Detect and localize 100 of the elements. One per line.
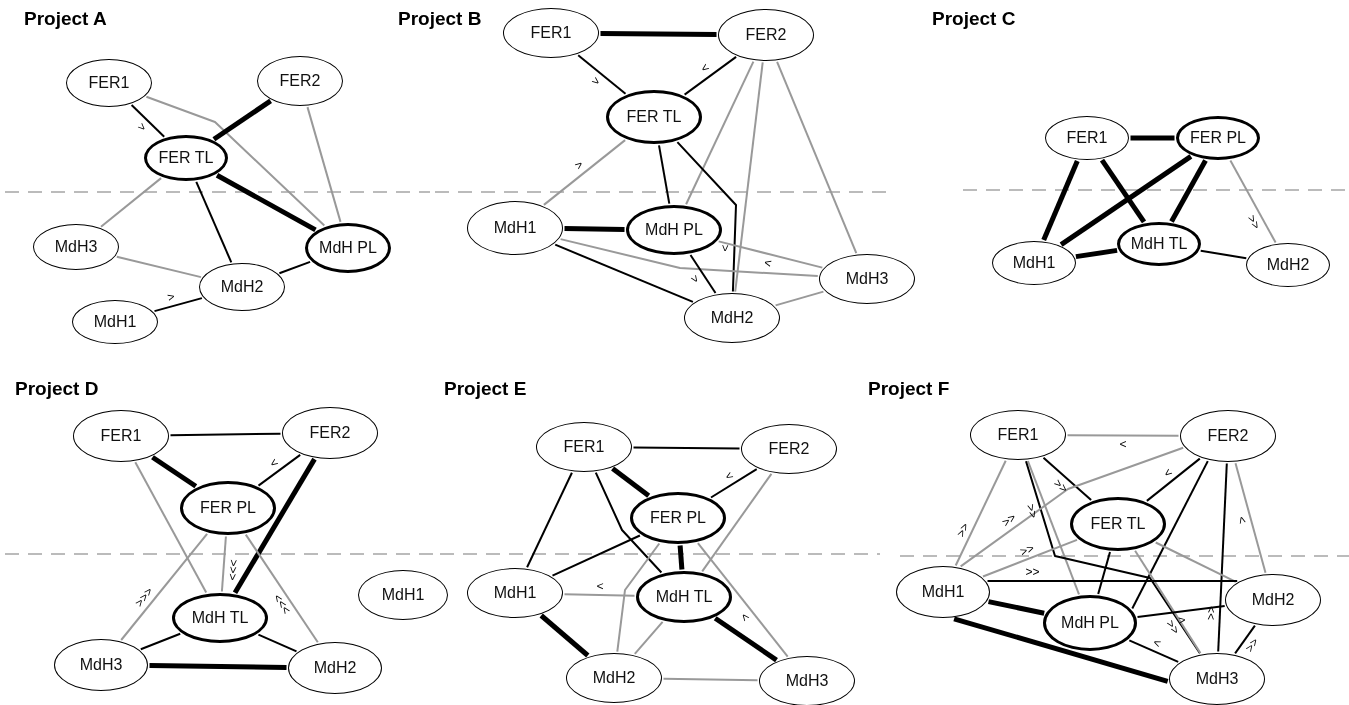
connector-line <box>677 545 685 570</box>
edge-label: >> <box>1245 213 1263 232</box>
connector-line <box>1229 159 1277 244</box>
edge-label: < <box>698 61 712 76</box>
ellipse-node: FER2 <box>257 56 343 106</box>
connector-line <box>169 432 282 437</box>
connector-line <box>1134 549 1202 655</box>
connector-line <box>220 535 227 593</box>
edge-label: >> <box>1243 635 1262 654</box>
connector-line <box>1217 462 1228 653</box>
connector-line <box>1154 541 1237 583</box>
edge-label: < <box>763 256 774 270</box>
connector-line <box>563 593 636 597</box>
connector-line <box>1097 551 1111 595</box>
ellipse-node: FER1 <box>66 59 152 107</box>
connector-line <box>611 466 651 498</box>
edge-label: < <box>719 244 732 252</box>
ellipse-node: FER1 <box>73 410 169 462</box>
connector-line <box>696 542 789 658</box>
ellipse-node: MdH2 <box>1246 243 1330 287</box>
ellipse-node: MdH2 <box>566 653 662 703</box>
connector-line <box>710 468 758 499</box>
ellipse-node: FER TL <box>1070 497 1166 551</box>
connector-line <box>954 459 1007 567</box>
connector-line <box>577 54 627 95</box>
panel-title: Project B <box>398 8 482 30</box>
connector-line <box>676 141 737 293</box>
ellipse-node: FER PL <box>180 481 276 535</box>
connector-line <box>717 240 824 269</box>
connector-line <box>982 538 1078 578</box>
connector-line <box>616 542 661 653</box>
connector-line <box>149 663 287 670</box>
connector-line <box>1199 249 1248 260</box>
connector-line <box>212 98 272 142</box>
connector-line <box>554 243 694 303</box>
ellipse-node: MdH1 <box>72 300 158 344</box>
ellipse-node: FER2 <box>741 424 837 474</box>
edge-label: > <box>589 74 603 89</box>
ellipse-node: MdH1 <box>896 566 990 618</box>
edge-label: < <box>1161 465 1175 480</box>
edge-label: >> <box>1025 566 1040 578</box>
connector-line <box>130 104 166 138</box>
connector-line <box>734 61 764 293</box>
connector-line <box>1131 460 1209 610</box>
connector-line <box>306 106 342 223</box>
ellipse-node: MdH PL <box>626 205 722 255</box>
edge-label: >> <box>954 521 971 540</box>
ellipse-node: MdH TL <box>1117 222 1201 266</box>
connector-line <box>115 255 202 279</box>
connector-line <box>564 226 625 232</box>
ellipse-node: FER2 <box>718 9 814 61</box>
connector-line <box>153 297 203 313</box>
connector-line <box>689 254 717 294</box>
connector-line <box>632 446 741 450</box>
edge-label: > <box>572 158 586 173</box>
panel-title: Project E <box>444 378 527 400</box>
connector-line <box>594 471 663 574</box>
ellipse-node: FER PL <box>630 492 726 544</box>
edge-label: < <box>722 468 736 483</box>
connector-line <box>986 580 1239 582</box>
connector-line <box>701 472 773 573</box>
edge-label: <<< <box>270 592 293 617</box>
connector-line <box>151 455 198 489</box>
connector-line <box>1041 159 1080 242</box>
edge-label: >> <box>1052 476 1071 495</box>
connector-line <box>551 534 641 577</box>
connector-line <box>776 60 858 255</box>
edge-label: < <box>1151 635 1163 650</box>
ellipse-node: FER2 <box>282 407 378 459</box>
connector-line <box>988 599 1045 616</box>
connector-line <box>278 260 312 275</box>
connector-line <box>1145 457 1201 502</box>
connector-line <box>600 31 717 37</box>
ellipse-node: MdH TL <box>636 571 732 623</box>
connector-line <box>232 457 317 594</box>
edge-label: < <box>1119 438 1127 451</box>
connector-line <box>1169 159 1208 223</box>
ellipse-node: MdH3 <box>1169 653 1265 705</box>
panel-title: Project F <box>868 378 950 400</box>
connector-line <box>244 533 319 644</box>
ellipse-node: MdH3 <box>819 254 915 304</box>
connector-line <box>526 471 573 569</box>
edge-label: >> <box>1024 502 1040 520</box>
connector-line <box>774 290 825 307</box>
connector-line <box>685 60 755 206</box>
ellipse-node: FER TL <box>144 135 228 181</box>
ellipse-node: FER1 <box>970 410 1066 460</box>
ellipse-node: MdH PL <box>305 223 391 273</box>
ellipse-node: MdH1 <box>467 201 563 255</box>
connector-line <box>195 180 233 264</box>
edge-label: < <box>596 579 604 593</box>
ellipse-node: MdH2 <box>199 263 285 311</box>
ellipse-node: MdH1 <box>992 241 1076 285</box>
connector-line <box>134 461 208 594</box>
connector-line <box>658 144 671 205</box>
connector-line <box>1234 462 1267 574</box>
connector-line <box>1059 154 1193 247</box>
panel-title: Project D <box>15 378 99 400</box>
ellipse-node: MdH3 <box>759 656 855 705</box>
connector-line <box>1026 460 1080 596</box>
